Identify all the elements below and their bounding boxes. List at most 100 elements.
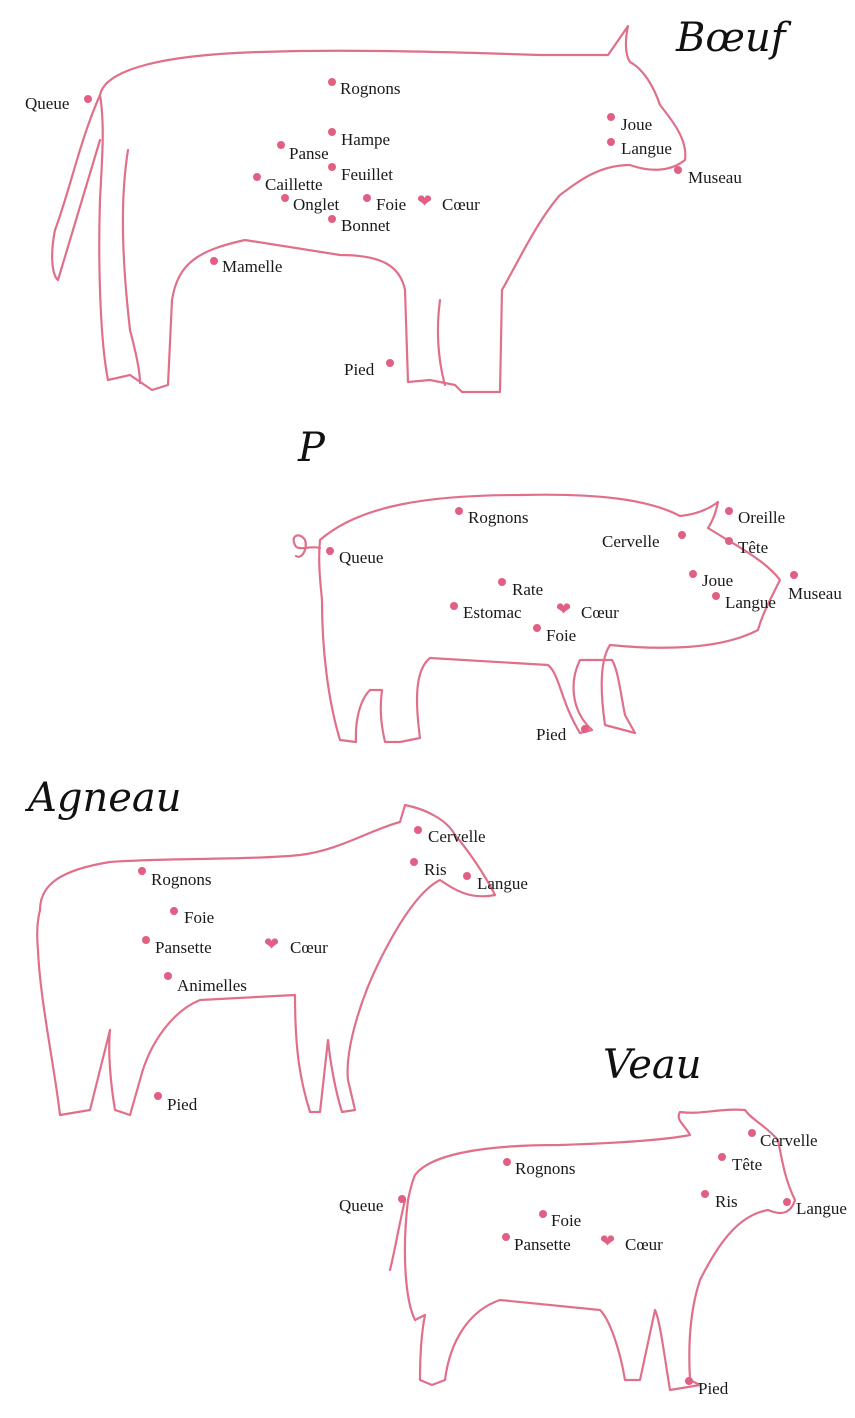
agneau-label-ris: Ris xyxy=(424,861,447,878)
boeuf-dot-foie xyxy=(363,194,371,202)
porc-dot-cervelle xyxy=(678,531,686,539)
porc-dot-tete xyxy=(725,537,733,545)
veau-dot-cervelle xyxy=(748,1129,756,1137)
veau-label-tete: Tête xyxy=(732,1156,762,1173)
agneau-dot-ris xyxy=(410,858,418,866)
porc-outline xyxy=(319,495,780,742)
veau-label-cervelle: Cervelle xyxy=(760,1132,818,1149)
boeuf-leg2 xyxy=(438,300,445,385)
porc-title: P xyxy=(298,428,325,468)
boeuf-title: Bœuf xyxy=(676,18,786,58)
boeuf-dot-queue xyxy=(84,95,92,103)
agneau-label-rognons: Rognons xyxy=(151,871,211,888)
boeuf-label-foie: Foie xyxy=(376,196,406,213)
veau-label-queue: Queue xyxy=(339,1197,383,1214)
agneau-label-coeur: Cœur xyxy=(290,939,328,956)
agneau-title: Agneau xyxy=(28,778,182,818)
boeuf-label-bonnet: Bonnet xyxy=(341,217,390,234)
porc-label-cervelle: Cervelle xyxy=(602,533,660,550)
boeuf-label-rognons: Rognons xyxy=(340,80,400,97)
veau-dot-langue xyxy=(783,1198,791,1206)
porc-dot-joue xyxy=(689,570,697,578)
boeuf-heart-icon: ❤ xyxy=(417,193,432,211)
boeuf-dot-feuillet xyxy=(328,163,336,171)
agneau-dot-foie xyxy=(170,907,178,915)
boeuf-dot-panse xyxy=(277,141,285,149)
veau-label-pansette: Pansette xyxy=(514,1236,571,1253)
porc-label-estomac: Estomac xyxy=(463,604,522,621)
boeuf-dot-pied xyxy=(386,359,394,367)
boeuf-label-langue: Langue xyxy=(621,140,672,157)
porc-tail xyxy=(294,535,320,556)
boeuf-tail xyxy=(52,95,100,280)
veau-heart-icon: ❤ xyxy=(600,1233,615,1251)
veau-dot-tete xyxy=(718,1153,726,1161)
porc-label-museau: Museau xyxy=(788,585,842,602)
agneau-label-foie: Foie xyxy=(184,909,214,926)
porc-label-oreille: Oreille xyxy=(738,509,785,526)
boeuf-leg xyxy=(123,150,140,383)
boeuf-label-hampe: Hampe xyxy=(341,131,390,148)
agneau-label-animelles: Animelles xyxy=(177,977,247,994)
veau-label-pied: Pied xyxy=(698,1380,728,1397)
veau-label-coeur: Cœur xyxy=(625,1236,663,1253)
porc-dot-rate xyxy=(498,578,506,586)
porc-label-tete: Tête xyxy=(738,539,768,556)
boeuf-dot-bonnet xyxy=(328,215,336,223)
boeuf-dot-langue xyxy=(607,138,615,146)
agneau-label-cervelle: Cervelle xyxy=(428,828,486,845)
boeuf-label-panse: Panse xyxy=(289,145,329,162)
agneau-label-pied: Pied xyxy=(167,1096,197,1113)
boeuf-dot-hampe xyxy=(328,128,336,136)
veau-dot-pied xyxy=(685,1377,693,1385)
agneau-dot-pansette xyxy=(142,936,150,944)
boeuf-label-museau: Museau xyxy=(688,169,742,186)
agneau-dot-pied xyxy=(154,1092,162,1100)
agneau-dot-cervelle xyxy=(414,826,422,834)
porc-dot-queue xyxy=(326,547,334,555)
porc-label-coeur: Cœur xyxy=(581,604,619,621)
porc-dot-museau xyxy=(790,571,798,579)
veau-label-ris: Ris xyxy=(715,1193,738,1210)
boeuf-dot-caillette xyxy=(253,173,261,181)
veau-title: Veau xyxy=(603,1045,702,1085)
agneau-dot-animelles xyxy=(164,972,172,980)
boeuf-label-caillette: Caillette xyxy=(265,176,323,193)
boeuf-dot-joue xyxy=(607,113,615,121)
veau-tail xyxy=(390,1200,405,1270)
porc-dot-langue xyxy=(712,592,720,600)
porc-dot-rognons xyxy=(455,507,463,515)
porc-label-joue: Joue xyxy=(702,572,733,589)
agneau-dot-langue xyxy=(463,872,471,880)
veau-dot-foie xyxy=(539,1210,547,1218)
boeuf-dot-mamelle xyxy=(210,257,218,265)
boeuf-label-feuillet: Feuillet xyxy=(341,166,393,183)
porc-label-pied: Pied xyxy=(536,726,566,743)
agneau-dot-rognons xyxy=(138,867,146,875)
porc-label-langue: Langue xyxy=(725,594,776,611)
veau-dot-queue xyxy=(398,1195,406,1203)
veau-dot-ris xyxy=(701,1190,709,1198)
porc-label-queue: Queue xyxy=(339,549,383,566)
porc-label-foie: Foie xyxy=(546,627,576,644)
porc-dot-foie xyxy=(533,624,541,632)
porc-dot-oreille xyxy=(725,507,733,515)
porc-label-rate: Rate xyxy=(512,581,543,598)
porc-dot-pied xyxy=(581,725,589,733)
boeuf-dot-onglet xyxy=(281,194,289,202)
agneau-heart-icon: ❤ xyxy=(264,936,279,954)
veau-label-langue: Langue xyxy=(796,1200,847,1217)
agneau-outline xyxy=(37,805,495,1115)
boeuf-dot-museau xyxy=(674,166,682,174)
veau-dot-rognons xyxy=(503,1158,511,1166)
porc-label-rognons: Rognons xyxy=(468,509,528,526)
porc-dot-estomac xyxy=(450,602,458,610)
boeuf-label-pied: Pied xyxy=(344,361,374,378)
porc-heart-icon: ❤ xyxy=(556,601,571,619)
agneau-label-langue: Langue xyxy=(477,875,528,892)
boeuf-label-coeur: Cœur xyxy=(442,196,480,213)
veau-label-rognons: Rognons xyxy=(515,1160,575,1177)
veau-dot-pansette xyxy=(502,1233,510,1241)
boeuf-label-onglet: Onglet xyxy=(293,196,339,213)
